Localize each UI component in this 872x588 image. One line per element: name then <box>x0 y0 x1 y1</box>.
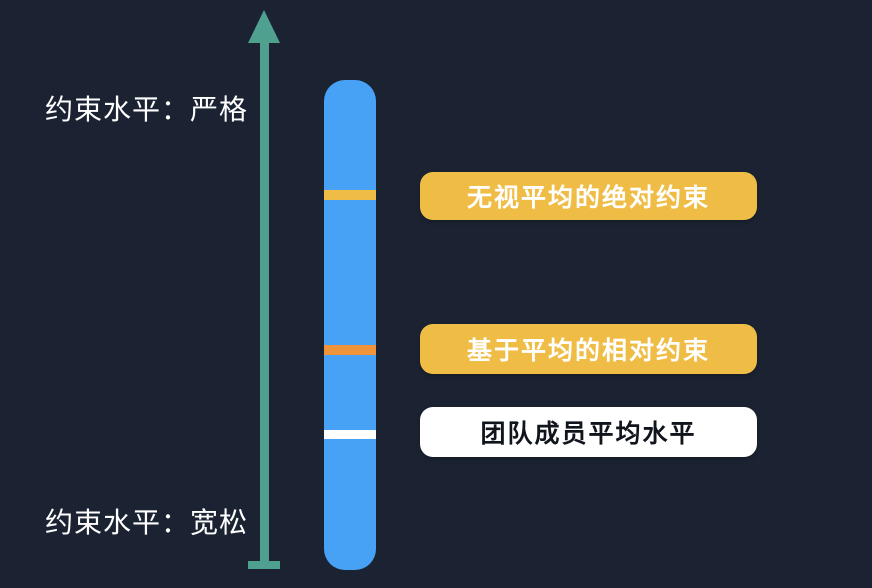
badge-relative-constraint: 基于平均的相对约束 <box>420 324 757 374</box>
axis-label-strict: 约束水平：严格 <box>45 94 249 125</box>
constraint-level-bar <box>324 80 376 570</box>
arrow-up-icon <box>248 10 280 43</box>
relative-constraint-marker <box>324 345 376 355</box>
average-level-marker <box>324 430 376 439</box>
badge-absolute-constraint: 无视平均的绝对约束 <box>420 172 757 220</box>
axis-arrow-shaft <box>260 38 269 565</box>
badge-average-level: 团队成员平均水平 <box>420 407 757 457</box>
axis-label-loose: 约束水平：宽松 <box>45 507 249 538</box>
axis-arrow-base <box>248 561 280 569</box>
absolute-constraint-marker <box>324 190 376 200</box>
